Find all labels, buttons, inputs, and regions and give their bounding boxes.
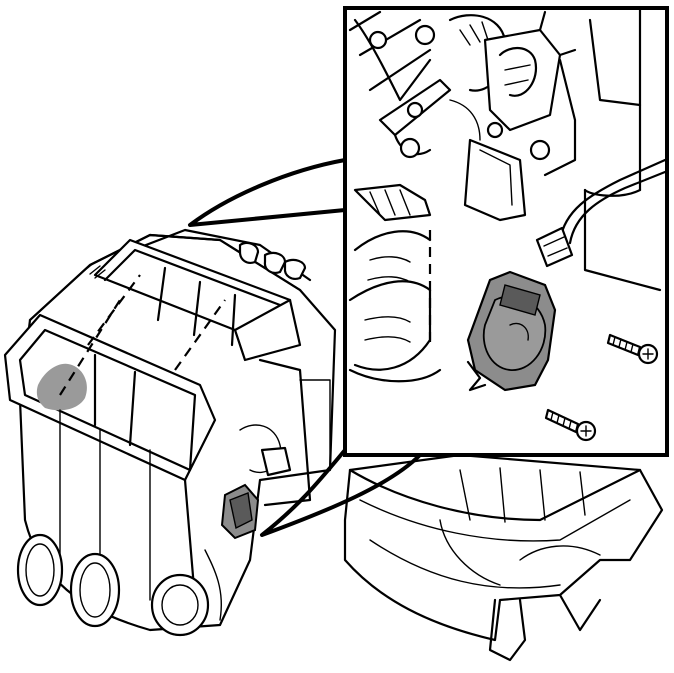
blower-housing <box>343 453 664 662</box>
servo-motor-on-unit <box>220 483 260 540</box>
actuator-motor <box>466 270 557 392</box>
mounting-screw-2 <box>544 408 597 442</box>
wire-connector <box>535 158 667 268</box>
mounting-screw-1 <box>606 333 659 365</box>
callout-pointer-lower <box>260 448 422 537</box>
callout-pointer <box>188 158 347 227</box>
marked-area <box>36 363 87 411</box>
climate-unit-housing <box>3 228 337 637</box>
detail-view <box>348 10 667 442</box>
